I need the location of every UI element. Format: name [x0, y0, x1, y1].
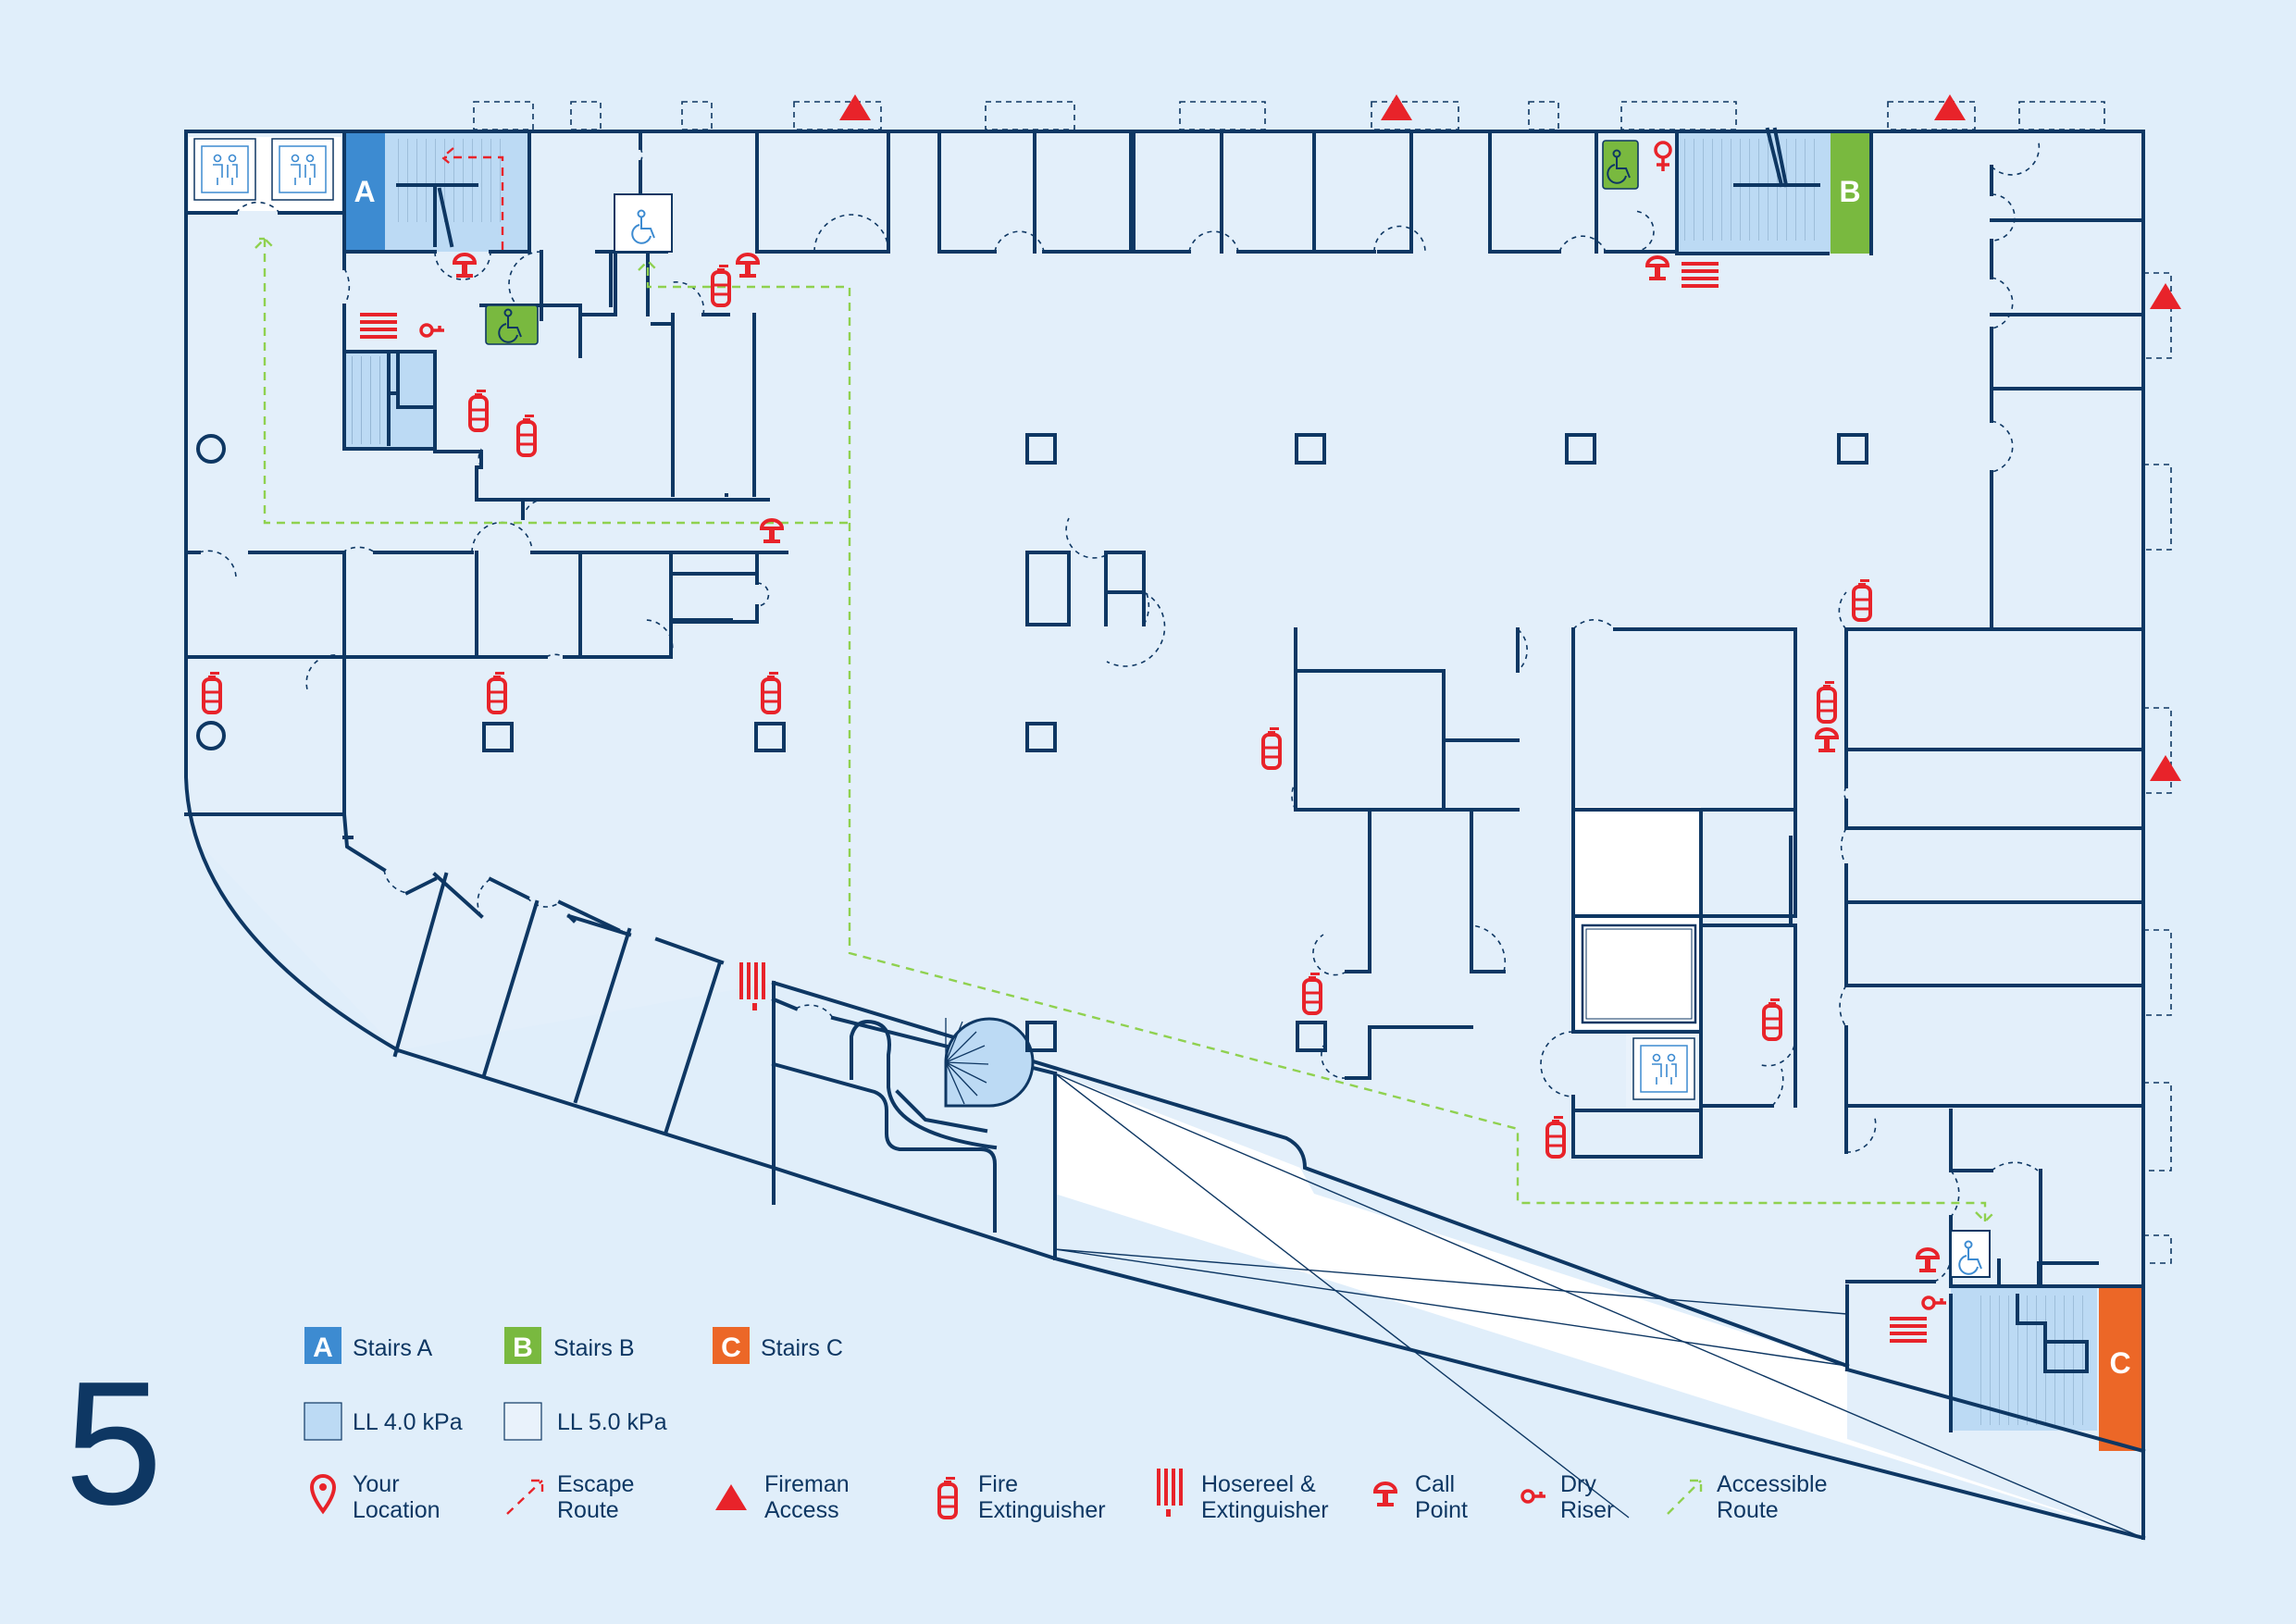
legend-your-location-2: Location: [353, 1497, 441, 1523]
floor-number: 5: [65, 1345, 163, 1542]
legend-fireman-access-1: Fireman: [764, 1471, 850, 1497]
stairs-c-swatch: [713, 1327, 750, 1364]
stairs-a-swatch-letter: A: [313, 1333, 333, 1363]
hosereel-icon: [1157, 1469, 1183, 1517]
legend-fire-extinguisher-1: Fire: [978, 1471, 1018, 1497]
legend-accessible-route-1: Accessible: [1717, 1471, 1828, 1497]
escape-route: [441, 147, 504, 250]
stair-details: [342, 127, 2089, 1373]
escape-route-icon: [506, 1479, 544, 1515]
stairs-b-swatch-letter: B: [513, 1333, 533, 1363]
legend-accessible-route-2: Route: [1717, 1497, 1779, 1523]
legend-dry-riser-2: Riser: [1560, 1497, 1614, 1523]
stairs-a-band: [344, 130, 385, 252]
hosereel-icon: [360, 262, 1927, 1343]
fireman-access-icon: [715, 1484, 747, 1510]
fire-extinguisher-icon: [937, 1475, 958, 1519]
call-point-icon: [1373, 1481, 1397, 1508]
legend: A Stairs A B Stairs B C Stairs C LL 4.0 …: [304, 1327, 1828, 1523]
legend-hosereel-1: Hosereel &: [1201, 1471, 1316, 1497]
legend-fireman-access-2: Access: [764, 1497, 839, 1523]
legend-escape-route-2: Route: [557, 1497, 619, 1523]
stairs-a-label: A: [354, 175, 375, 208]
legend-your-location-1: Your: [353, 1471, 400, 1497]
stairs-a-swatch: [304, 1327, 341, 1364]
walls: [184, 130, 2146, 1541]
dry-riser-icon: [1520, 1489, 1547, 1504]
accessible-route: [254, 237, 1995, 1223]
legend-stairs-c: Stairs C: [761, 1335, 843, 1361]
stairs-c-band: [2099, 1286, 2141, 1451]
legend-escape-route-1: Escape: [557, 1471, 634, 1497]
legend-ll50: LL 5.0 kPa: [557, 1409, 667, 1435]
legend-fire-extinguisher-2: Extinguisher: [978, 1497, 1106, 1523]
stairs-b-label: B: [1839, 175, 1860, 208]
ll40-swatch: [304, 1402, 342, 1441]
location-pin-icon: [309, 1474, 337, 1515]
skylight-lines: [1054, 1072, 2144, 1539]
legend-ll40: LL 4.0 kPa: [353, 1409, 463, 1435]
spiral-stair: [850, 1017, 1035, 1150]
legend-hosereel-2: Extinguisher: [1201, 1497, 1329, 1523]
legend-stairs-a: Stairs A: [353, 1335, 432, 1361]
wheelchair-icon: [485, 140, 1991, 1278]
stairs-c-label: C: [2109, 1346, 2130, 1380]
legend-call-point-2: Point: [1415, 1497, 1468, 1523]
accessible-route-icon: [1667, 1479, 1703, 1515]
stairs-b-swatch: [504, 1327, 541, 1364]
legend-call-point-1: Call: [1415, 1471, 1455, 1497]
stairs-b-band: [1831, 130, 1869, 254]
columns: [196, 433, 1868, 1052]
stairs-c-swatch-letter: C: [721, 1333, 741, 1363]
legend-stairs-b: Stairs B: [553, 1335, 635, 1361]
ll50-swatch: [503, 1402, 542, 1441]
legend-dry-riser-1: Dry: [1560, 1471, 1596, 1497]
female-toilet-icon: [1654, 141, 1672, 171]
